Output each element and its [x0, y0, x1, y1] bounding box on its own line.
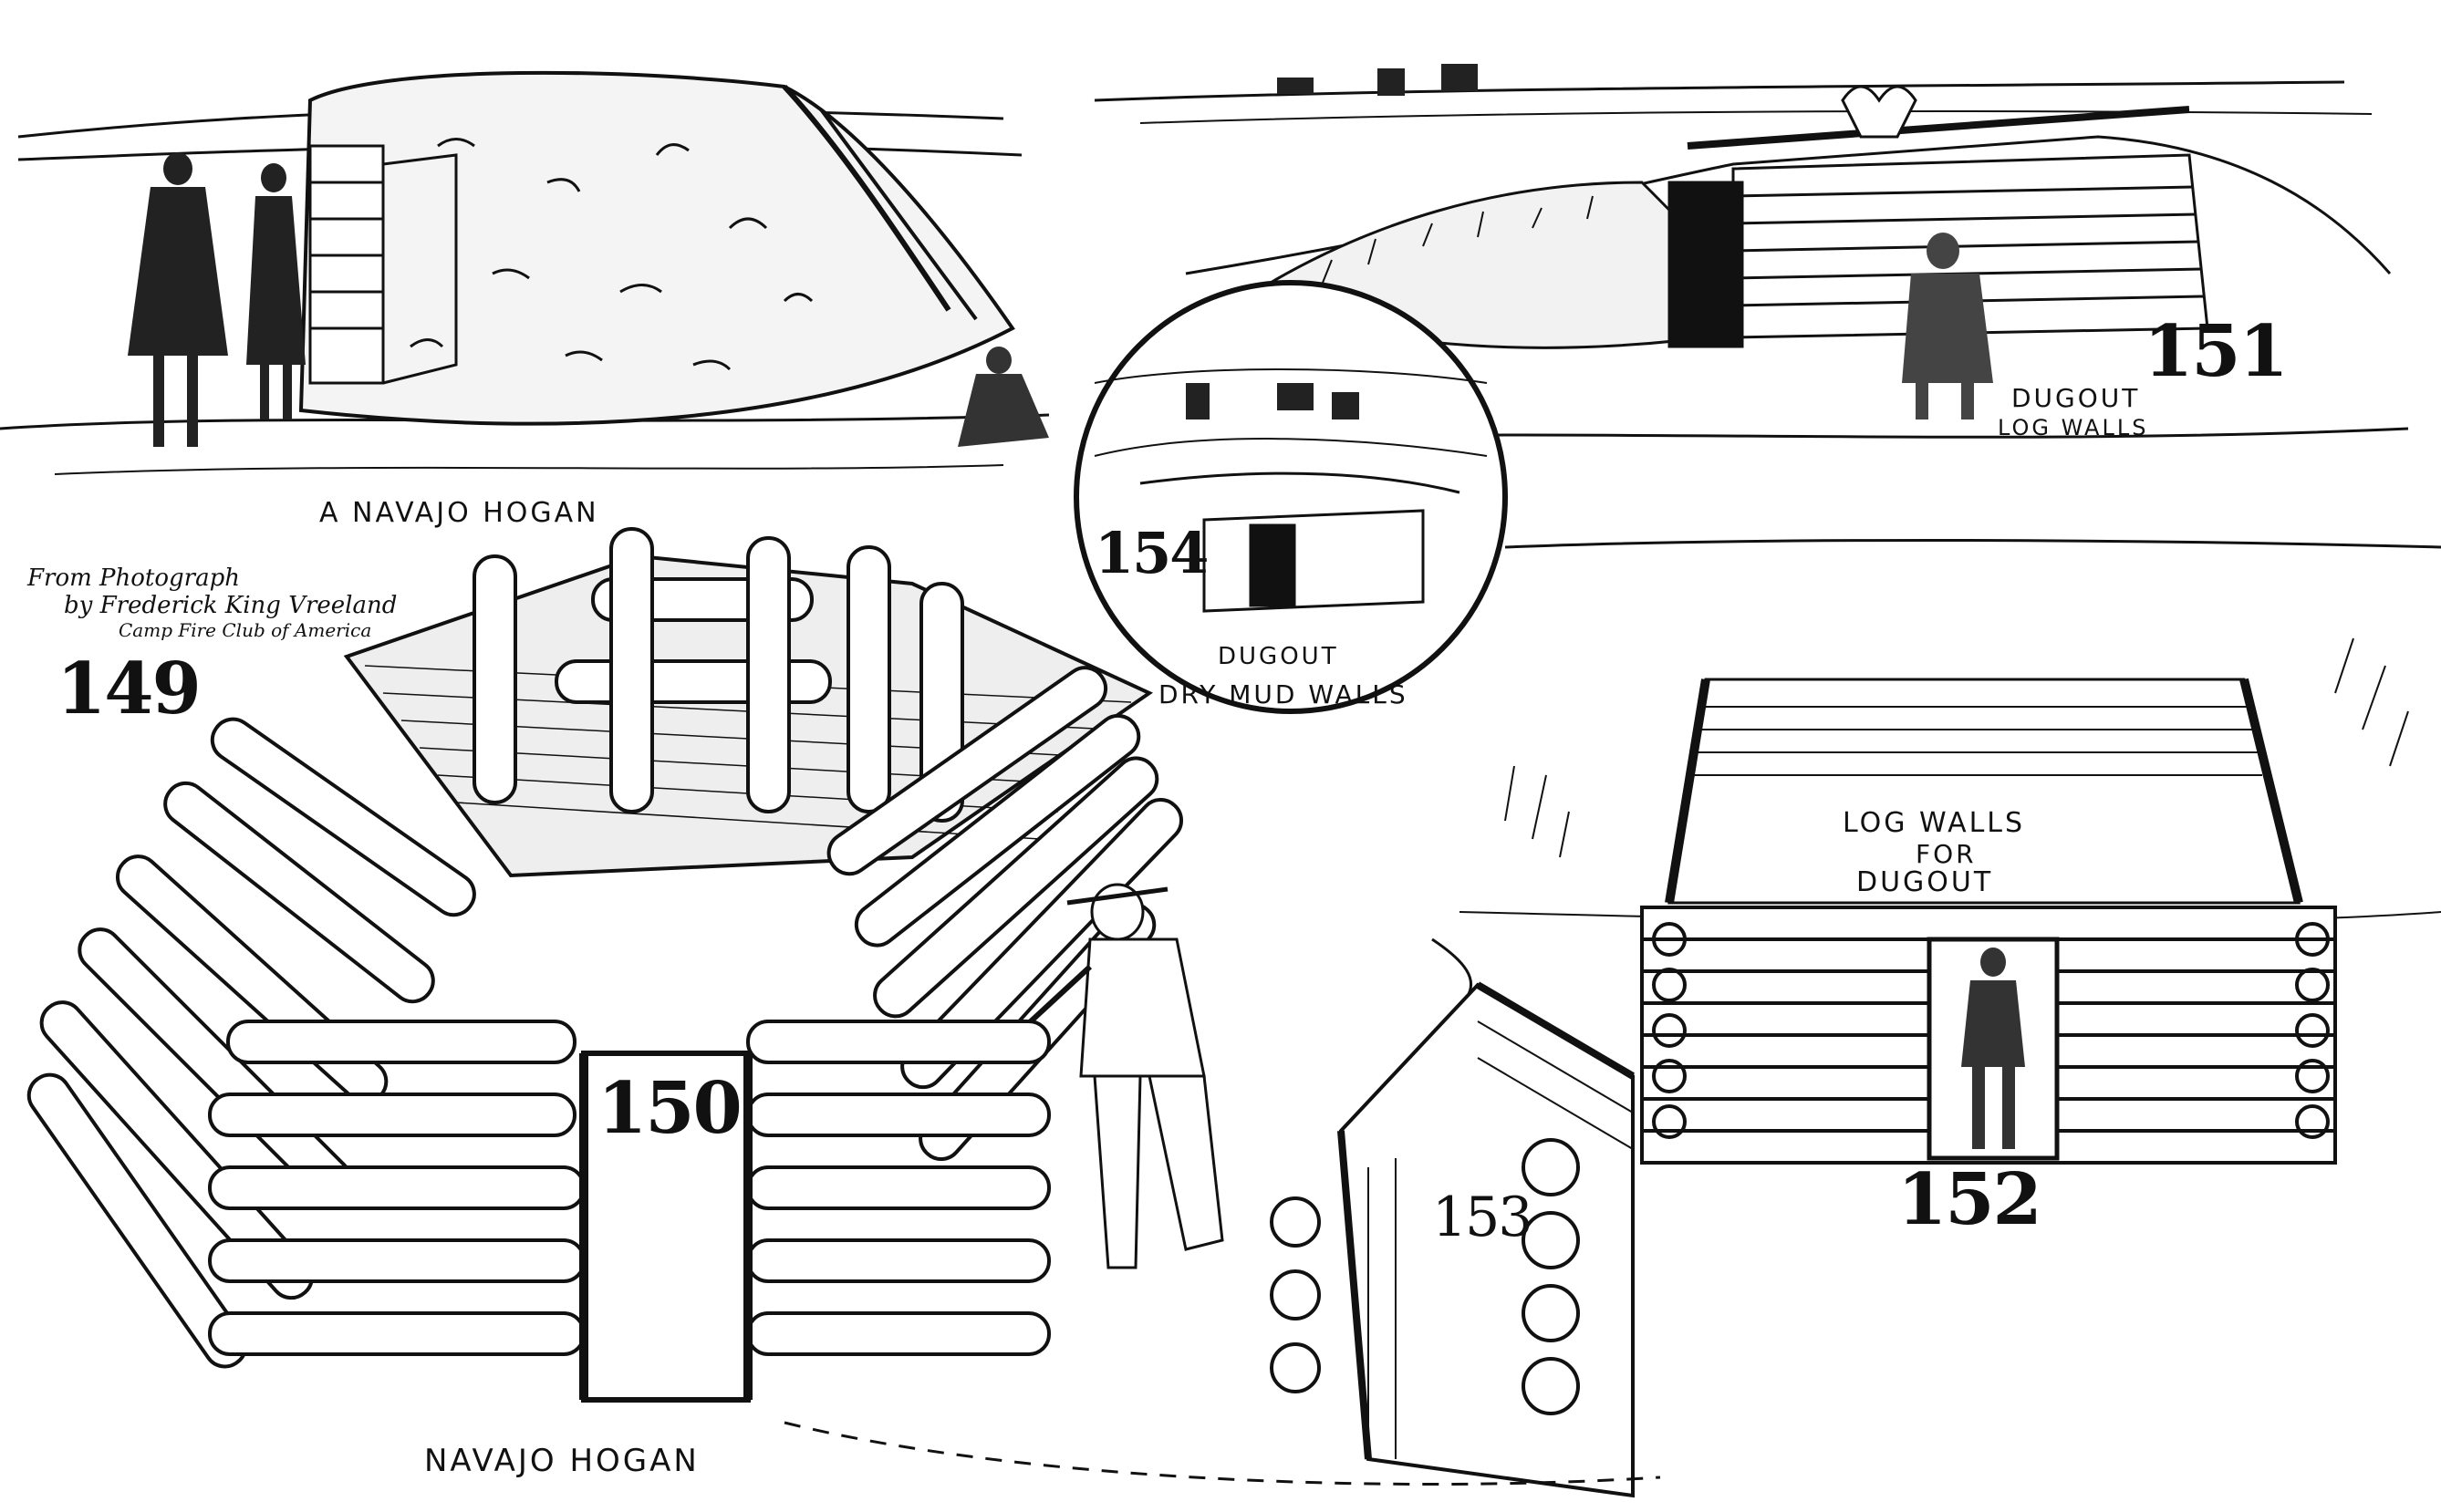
caption-log-walls-line3: DUGOUT: [1856, 866, 1994, 898]
earth-hogan-scene: [0, 70, 1050, 475]
log-frame-detail: [1270, 937, 1636, 1498]
upright-log: [473, 554, 517, 804]
horizon-riders: [1277, 64, 1478, 96]
caption-dugout-log-walls-line1: DUGOUT: [2011, 383, 2141, 413]
log-hogan-structure: [26, 527, 1224, 1403]
caption-dugout-dry-mud-line2: DRY MUD WALLS: [1158, 679, 1408, 709]
hogan-entrance: [308, 144, 458, 385]
photo-credit-line1: From Photograph: [27, 564, 240, 592]
frame-log-ends: [1270, 1138, 1580, 1415]
doorway-man: [1961, 948, 2025, 1149]
standing-figures: [128, 152, 306, 447]
dry-mud-dugout-circle: [1074, 280, 1508, 714]
connecting-path: [784, 1421, 1661, 1486]
figure-number-153: 153: [1432, 1186, 1533, 1249]
photo-credit: From Photograph by Frederick King Vreela…: [27, 564, 410, 641]
log-walls-for-dugout-scene: [1459, 539, 2441, 1165]
caption-navajo-hogan: NAVAJO HOGAN: [424, 1443, 700, 1479]
photo-credit-line2: by Frederick King Vreeland: [64, 591, 398, 619]
mud-wall: [1202, 509, 1425, 613]
figure-number-154: 154: [1095, 520, 1209, 586]
seated-man: [1902, 233, 1993, 419]
seated-figure: [958, 347, 1049, 447]
caption-log-walls-line1: LOG WALLS: [1843, 807, 2026, 839]
figure-number-150: 150: [597, 1067, 743, 1150]
figure-number-149: 149: [57, 647, 202, 730]
dugout-log-wall: [1667, 106, 2209, 348]
caption-dugout-log-walls-line2: LOG WALLS: [1998, 415, 2149, 440]
upright-log: [847, 545, 891, 813]
caption-a-navajo-hogan: A NAVAJO HOGAN: [319, 497, 599, 529]
photo-credit-line3: Camp Fire Club of America: [119, 618, 372, 641]
earth-mound: [298, 70, 1015, 426]
upright-log: [746, 536, 791, 813]
caption-dugout-dry-mud-line1: DUGOUT: [1218, 643, 1339, 670]
front-log-wall: [1640, 906, 2337, 1165]
upright-log: [609, 527, 654, 813]
figure-number-151: 151: [2144, 310, 2289, 393]
worker-figure: [1028, 883, 1224, 1269]
caption-log-walls-line2: FOR: [1916, 839, 1977, 869]
dugout-log-walls-scene: [1094, 64, 2409, 440]
figure-number-152: 152: [1897, 1158, 2042, 1241]
steer-skull: [1841, 85, 1917, 139]
